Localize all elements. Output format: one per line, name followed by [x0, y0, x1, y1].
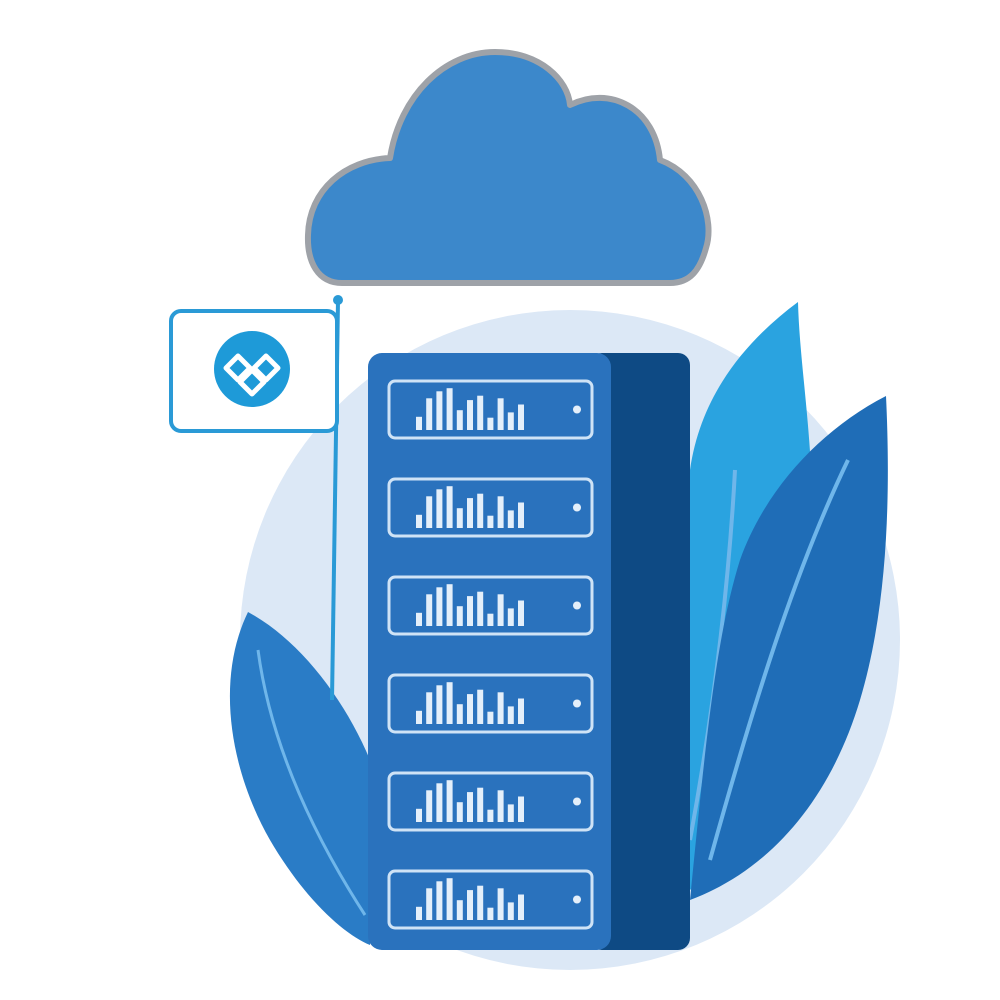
activity-bar [416, 514, 422, 528]
activity-bar [426, 594, 433, 626]
activity-bar [456, 410, 463, 430]
server-unit-slot [387, 771, 594, 832]
server-unit [387, 869, 594, 930]
activity-bar [497, 692, 504, 724]
leaf-icon-right-dark [690, 396, 888, 900]
activity-bar [467, 694, 473, 724]
activity-bar [518, 404, 524, 430]
activity-bar [477, 591, 484, 626]
server-unit [387, 575, 594, 636]
activity-bar [497, 594, 504, 626]
activity-bar [487, 417, 494, 430]
activity-bar [518, 796, 524, 822]
server-unit-slot [387, 477, 594, 538]
leaf-vein-left [256, 649, 367, 916]
status-led-icon [573, 503, 581, 512]
server-rack-icon [368, 353, 611, 950]
activity-bar [446, 388, 453, 430]
activity-bar [477, 493, 484, 528]
activity-bar [507, 902, 514, 920]
activity-bar [477, 395, 484, 430]
activity-bar [446, 682, 453, 724]
activity-bar [456, 704, 463, 724]
status-led-icon [573, 405, 581, 414]
activity-bar [507, 608, 514, 626]
activity-bar [477, 787, 484, 822]
activity-bar [467, 400, 473, 430]
server-rack-side [590, 353, 690, 950]
leaf-vein-right-dark [708, 459, 850, 861]
activity-bar [477, 885, 484, 920]
server-unit [387, 771, 594, 832]
activity-bar [436, 489, 443, 528]
server-unit-slot [387, 379, 594, 440]
cloud-icon [304, 49, 712, 286]
activity-bar [446, 486, 453, 528]
activity-bar [518, 698, 524, 724]
activity-bar [518, 600, 524, 626]
activity-bar [426, 692, 433, 724]
logo-mark [223, 353, 281, 397]
activity-bar [497, 398, 504, 430]
activity-bar [446, 584, 453, 626]
activity-bar [467, 792, 473, 822]
activity-bar [497, 888, 504, 920]
activity-bar [446, 878, 453, 920]
activity-bar [446, 780, 453, 822]
activity-bar [456, 606, 463, 626]
activity-bar [467, 498, 473, 528]
activity-bar [507, 706, 514, 724]
activity-bar [507, 804, 514, 822]
activity-bar [416, 612, 422, 626]
activity-bar [497, 496, 504, 528]
activity-bar [467, 596, 473, 626]
activity-bar [518, 894, 524, 920]
activity-bar [456, 508, 463, 528]
status-led-icon [573, 797, 581, 806]
activity-bar [477, 689, 484, 724]
activity-bar [497, 790, 504, 822]
activity-bar [436, 881, 443, 920]
activity-bar [436, 587, 443, 626]
activity-bar [416, 710, 422, 724]
status-led-icon [573, 895, 581, 904]
server-rack-units [387, 379, 594, 930]
activity-bar [456, 900, 463, 920]
flag-pole-knob [333, 295, 343, 305]
activity-bar [518, 502, 524, 528]
activity-bar [426, 888, 433, 920]
server-unit-slot [387, 673, 594, 734]
activity-bar [436, 783, 443, 822]
server-unit [387, 673, 594, 734]
activity-bar [426, 496, 433, 528]
activity-bar [487, 809, 494, 822]
status-led-icon [573, 699, 581, 708]
activity-bar [426, 398, 433, 430]
status-led-icon [573, 601, 581, 610]
activity-bar [436, 685, 443, 724]
server-unit [387, 477, 594, 538]
activity-bar [436, 391, 443, 430]
activity-bar [487, 907, 494, 920]
activity-bar [487, 613, 494, 626]
server-unit-slot [387, 869, 594, 930]
activity-bar [467, 890, 473, 920]
activity-bar [487, 515, 494, 528]
activity-bar [426, 790, 433, 822]
activity-bar [456, 802, 463, 822]
server-unit-slot [387, 575, 594, 636]
activity-bar [416, 416, 422, 430]
activity-bar [416, 906, 422, 920]
activity-bar [487, 711, 494, 724]
activity-bar [416, 808, 422, 822]
activity-bar [507, 510, 514, 528]
activity-bar [507, 412, 514, 430]
server-unit [387, 379, 594, 440]
